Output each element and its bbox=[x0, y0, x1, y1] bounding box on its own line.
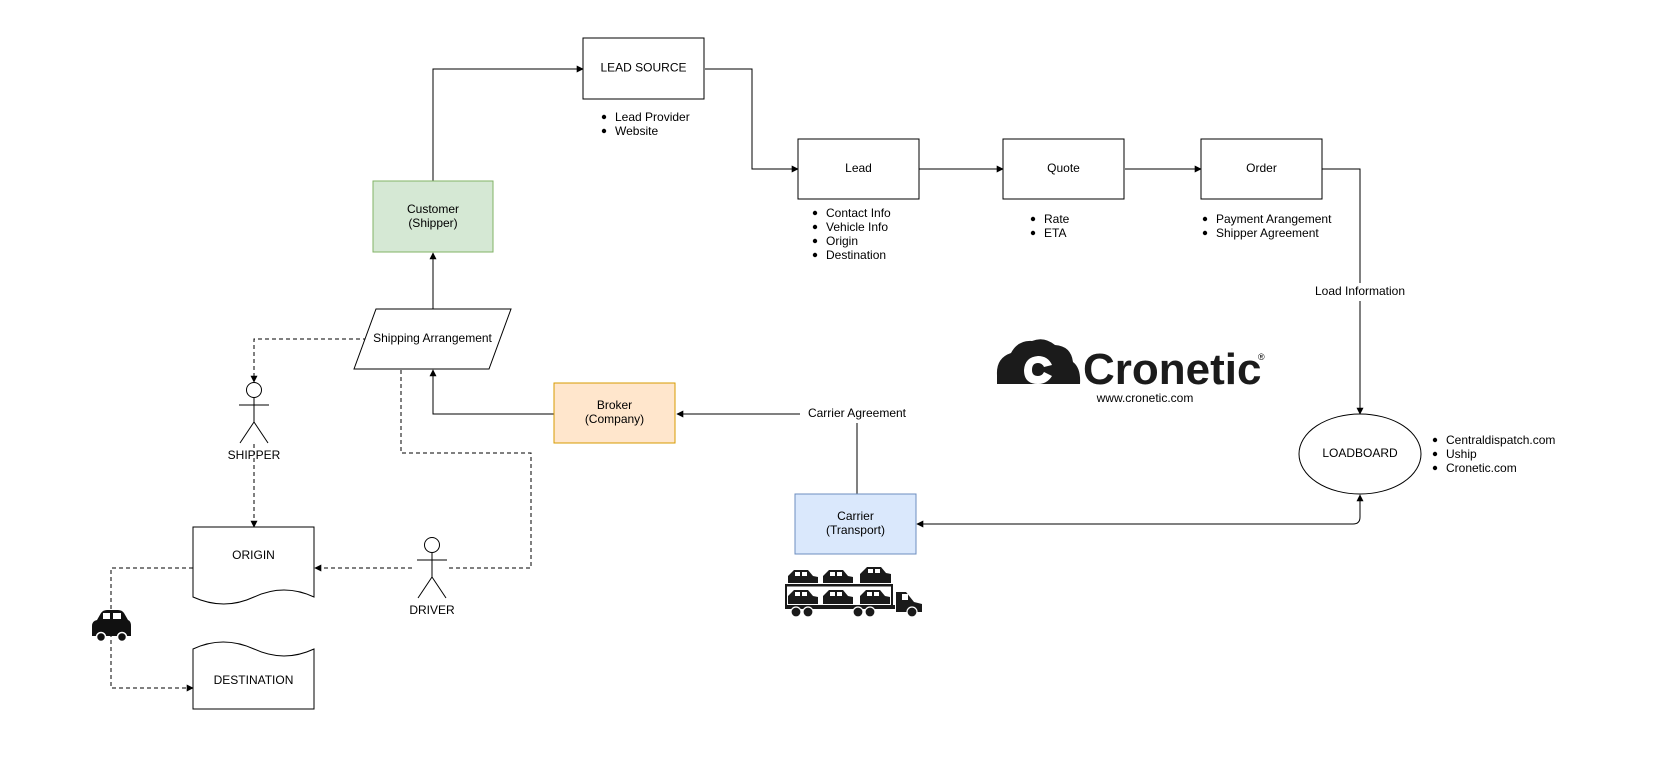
edge-lead-source-to-lead bbox=[705, 68, 799, 173]
lead-bullet: Contact Info bbox=[826, 206, 891, 220]
edge-broker-to-shipping bbox=[429, 369, 554, 415]
node-quote: Quote bbox=[1002, 138, 1125, 200]
destination-label: DESTINATION bbox=[214, 673, 294, 687]
node-lead-source: LEAD SOURCE bbox=[582, 37, 705, 100]
customer-label-line1: Customer bbox=[407, 202, 459, 216]
edge-shipping-to-shipper bbox=[250, 338, 367, 383]
logo-url: www.cronetic.com bbox=[1096, 391, 1194, 405]
edge-carrier-to-broker bbox=[676, 410, 858, 494]
car-icon bbox=[92, 610, 131, 643]
lead-source-label: LEAD SOURCE bbox=[600, 61, 686, 75]
quote-label: Quote bbox=[1047, 161, 1080, 175]
edge-label-load-information: Load Information bbox=[1315, 284, 1405, 298]
node-carrier: Carrier (Transport) bbox=[794, 493, 917, 555]
lead-bullets: Contact Info Vehicle Info Origin Destina… bbox=[812, 206, 891, 262]
node-order: Order bbox=[1200, 138, 1323, 200]
loadboard-label: LOADBOARD bbox=[1322, 446, 1398, 460]
node-shipping-arrangement: Shipping Arrangement bbox=[353, 308, 512, 370]
node-loadboard: LOADBOARD bbox=[1298, 413, 1422, 495]
loadboard-bullet: Centraldispatch.com bbox=[1446, 433, 1555, 447]
loadboard-bullet: Cronetic.com bbox=[1446, 461, 1517, 475]
lead-label: Lead bbox=[845, 161, 872, 175]
shipper-label: SHIPPER bbox=[228, 448, 281, 462]
edge-label-carrier-agreement: Carrier Agreement bbox=[808, 406, 907, 420]
broker-label-line2: (Company) bbox=[585, 412, 644, 426]
loadboard-bullets: Centraldispatch.com Uship Cronetic.com bbox=[1432, 433, 1555, 475]
edge-customer-to-lead-source bbox=[432, 65, 584, 181]
quote-bullet: Rate bbox=[1044, 212, 1070, 226]
cloud-logo-icon bbox=[996, 339, 1081, 384]
lead-source-bullets: Lead Provider Website bbox=[601, 110, 690, 138]
driver-label: DRIVER bbox=[409, 603, 455, 617]
lead-bullet: Destination bbox=[826, 248, 886, 262]
lead-bullet: Vehicle Info bbox=[826, 220, 888, 234]
origin-label: ORIGIN bbox=[232, 548, 275, 562]
lead-source-bullet: Lead Provider bbox=[615, 110, 690, 124]
logo-registered-mark: ® bbox=[1258, 352, 1265, 362]
broker-label-line1: Broker bbox=[597, 398, 632, 412]
customer-label-line2: (Shipper) bbox=[408, 216, 457, 230]
shipping-arrangement-label: Shipping Arrangement bbox=[373, 331, 492, 345]
logo-wordmark: Cronetic bbox=[1083, 345, 1261, 394]
quote-bullets: Rate ETA bbox=[1030, 212, 1070, 240]
order-bullets: Payment Arangement Shipper Agreement bbox=[1202, 212, 1332, 240]
driver-actor-icon bbox=[417, 537, 447, 599]
cronetic-logo: Cronetic ® www.cronetic.com bbox=[996, 339, 1265, 405]
order-bullet: Payment Arangement bbox=[1216, 212, 1332, 226]
quote-bullet: ETA bbox=[1044, 226, 1066, 240]
node-lead: Lead bbox=[797, 138, 920, 200]
edge-loadboard-carrier bbox=[916, 494, 1364, 528]
edge-shipping-to-driver bbox=[400, 370, 532, 569]
lead-bullet: Origin bbox=[826, 234, 858, 248]
node-origin: ORIGIN bbox=[192, 526, 315, 605]
edge-order-to-loadboard bbox=[1322, 168, 1364, 415]
car-carrier-truck-icon bbox=[785, 567, 922, 618]
shipper-actor-icon bbox=[239, 382, 269, 444]
order-label: Order bbox=[1246, 161, 1277, 175]
order-bullet: Shipper Agreement bbox=[1216, 226, 1319, 240]
node-broker: Broker (Company) bbox=[553, 382, 676, 444]
lead-source-bullet: Website bbox=[615, 124, 658, 138]
node-customer: Customer (Shipper) bbox=[372, 180, 494, 253]
carrier-label-line1: Carrier bbox=[837, 509, 874, 523]
carrier-label-line2: (Transport) bbox=[826, 523, 885, 537]
node-destination: DESTINATION bbox=[192, 641, 315, 710]
loadboard-bullet: Uship bbox=[1446, 447, 1477, 461]
